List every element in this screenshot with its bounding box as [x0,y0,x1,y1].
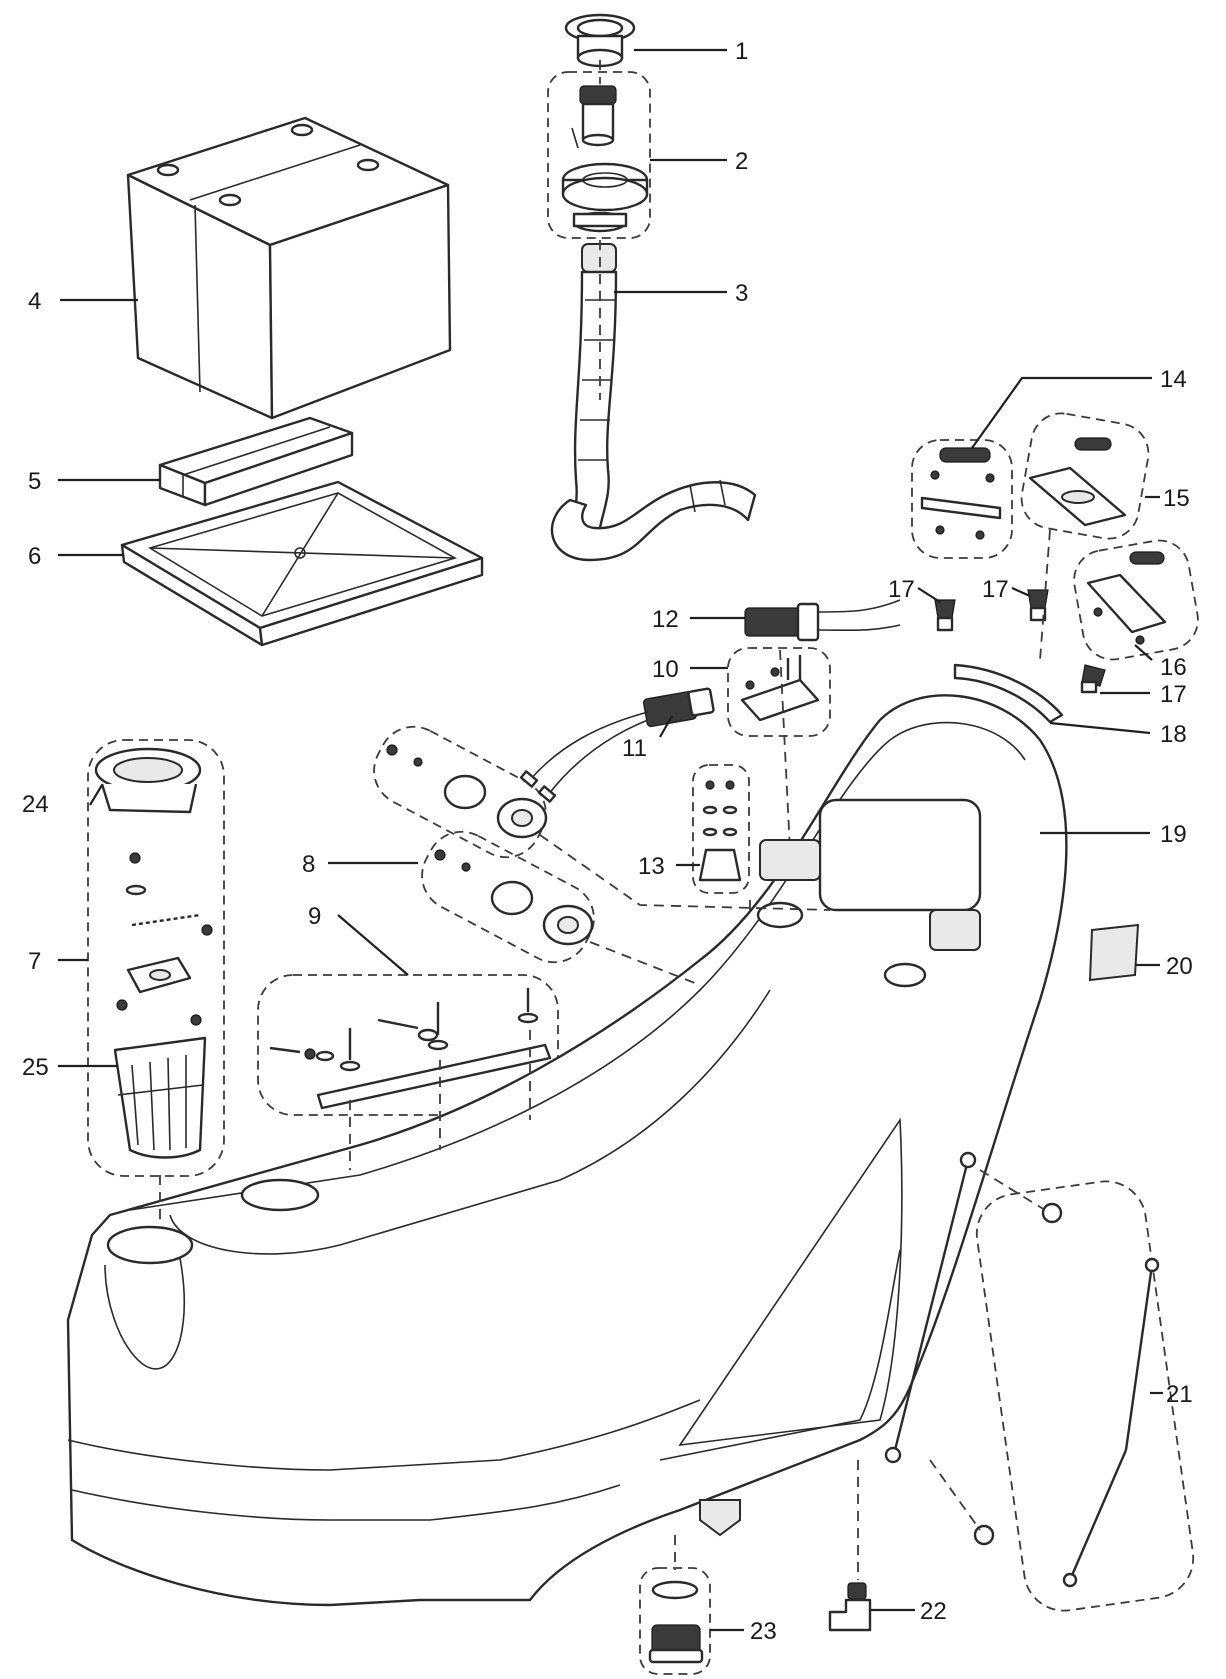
callout-15: 15 [1163,485,1190,512]
screw-gasket-stack-part-7 [116,852,213,1026]
callout-13: 13 [638,853,665,880]
leader-17b [1011,586,1031,598]
group-box-2 [547,71,651,239]
group-box-14 [911,439,1013,559]
leader-17a [917,587,941,603]
callout-6: 6 [28,543,41,570]
callout-24: 24 [22,791,49,818]
callout-17a: 17 [888,576,915,603]
gasket-cluster-8b [434,849,594,946]
leader-16 [1134,644,1153,661]
drain-cap-part-1 [564,13,636,68]
leader-11 [659,715,673,738]
group-box-21 [975,1180,1195,1612]
axis-part-21 [929,1169,1046,1531]
callout-25: 25 [22,1054,49,1081]
drain-fitting-part-2 [561,85,649,233]
cable-connector-part-12 [744,599,901,642]
axis-part-9 [349,1030,531,1170]
callout-21: 21 [1166,1381,1193,1408]
callout-19: 19 [1160,821,1187,848]
callout-20: 20 [1166,953,1193,980]
callout-9: 9 [308,903,321,930]
trim-strip-part-18 [953,663,1064,724]
leader-9 [337,914,409,976]
callout-14: 14 [1160,366,1187,393]
callout-7: 7 [28,948,41,975]
axis-right-hardware [749,529,1051,1100]
main-body-part-19 [66,694,1068,1607]
callout-17b: 17 [982,576,1009,603]
battery-part-4 [126,116,452,420]
cover-part-24 [94,747,202,814]
group-box-13 [692,764,750,894]
drain-hose-part-3 [550,243,757,562]
gasket-cluster-8a [386,744,548,839]
leader-24 [89,784,103,806]
callout-16: 16 [1160,654,1187,681]
handle-part-14 [920,447,1002,540]
bracket-part-10 [740,655,820,722]
callout-8: 8 [302,851,315,878]
gas-strut-part-21 [973,1202,1160,1588]
group-box-7 [87,739,225,1177]
plug-part-17c [1080,664,1106,694]
callout-10: 10 [652,656,679,683]
callout-4: 4 [28,288,41,315]
elbow-fitting-part-22 [828,1582,872,1632]
group-box-8b [421,830,595,964]
plug-part-17a [934,599,956,632]
hardware-part-13 [698,780,742,882]
callout-22: 22 [920,1598,947,1625]
filter-basket-part-25 [113,1036,207,1159]
callout-18: 18 [1160,721,1187,748]
handle-part-16 [1086,551,1167,645]
plug-part-17b [1027,589,1049,622]
callout-11: 11 [622,735,647,762]
battery-tray-part-6 [120,480,484,647]
callout-5: 5 [28,468,41,495]
callout-12: 12 [652,606,679,633]
cable-connector-part-11 [519,687,715,803]
callout-23: 23 [750,1618,777,1645]
gas-strut-installed [884,1151,977,1464]
group-box-8a [373,725,547,859]
drain-cap-part-23 [648,1580,704,1664]
group-box-23 [639,1567,711,1675]
group-box-10 [727,647,831,737]
callout-2: 2 [735,148,748,175]
axis-part-8 [539,834,831,986]
leader-14 [971,376,1152,449]
callout-1: 1 [735,38,748,65]
leader-18 [1049,721,1151,735]
bolt-strip-part-9 [269,988,552,1110]
callout-3: 3 [735,280,748,307]
callout-17c: 17 [1160,681,1187,708]
handle-part-15 [1028,437,1127,527]
decal-part-20 [1088,923,1140,982]
group-box-9 [257,974,559,1116]
